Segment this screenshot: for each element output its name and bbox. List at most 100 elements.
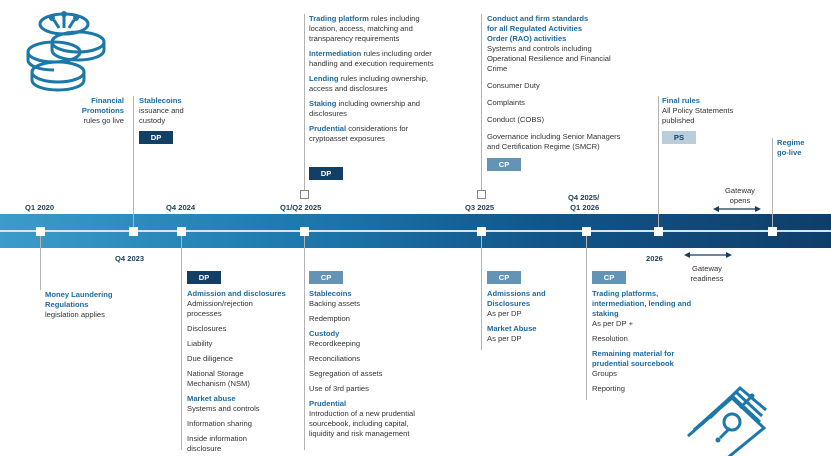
gateway-readiness-line2: readiness	[690, 274, 724, 283]
dp-item: National Storage	[187, 369, 244, 378]
trading-item: Prudential considerations for	[309, 124, 469, 134]
conduct-item: Complaints	[487, 98, 525, 107]
stablecoins-block: Stablecoins issuance and custody	[139, 96, 219, 126]
conduct-title-line: Conduct and firm standards	[487, 14, 589, 23]
money-laundering-text: legislation applies	[45, 310, 105, 319]
trading-item-rest: considerations for	[346, 124, 409, 133]
final-rules-text: published	[662, 116, 695, 125]
financial-promotions-block: Financial Promotions rules go live	[60, 96, 124, 126]
cp-q4-item: As per DP +	[592, 319, 634, 328]
timeline-node-regime-go-live	[768, 227, 777, 236]
gateway-opens-line1: Gateway	[725, 186, 755, 195]
trading-item-rest: rules including	[368, 14, 420, 23]
quarter-label-2026: 2026	[646, 254, 663, 263]
cp-item: Use of 3rd parties	[309, 384, 369, 393]
cp-q4-item: Reporting	[592, 384, 625, 393]
financial-promotions-title-2: Promotions	[81, 106, 124, 115]
connector-line	[133, 96, 134, 230]
dp-section-title: Market abuse	[187, 394, 236, 403]
stablecoins-text-2: custody	[139, 116, 166, 125]
trading-item-line: handling and execution requirements	[309, 59, 434, 68]
timeline-node-q3-2025	[477, 227, 486, 236]
cp-q4-section-title: staking	[592, 309, 619, 318]
cp-q3-section-title: Admissions and	[487, 289, 546, 298]
dp-item: Inside information	[187, 434, 247, 443]
connector-line	[40, 235, 41, 290]
trading-item-rest: rules including order	[361, 49, 432, 58]
dp-section-title: Admission and disclosures	[187, 289, 286, 298]
cp-q3-block: Admissions and Disclosures As per DP Mar…	[487, 289, 577, 344]
gateway-opens-arrow-icon	[713, 206, 761, 212]
conduct-title-line: for all Regulated Activities	[487, 24, 583, 33]
timeline-node-q1-2020	[36, 227, 45, 236]
trading-item: Staking including ownership and	[309, 99, 469, 109]
trading-item-title: Staking	[309, 99, 337, 108]
connector-line	[481, 235, 482, 350]
trading-item-title: Lending	[309, 74, 339, 83]
connector-line	[658, 96, 659, 230]
timeline-hollow-marker	[300, 190, 309, 199]
banknotes-circuit-icon	[687, 385, 767, 456]
quarter-label-q3-2025: Q3 2025	[465, 203, 495, 212]
connector-line	[586, 235, 587, 400]
cp-item: Recordkeeping	[309, 339, 361, 348]
gateway-readiness-label: Gateway readiness	[681, 264, 733, 284]
financial-promotions-text: rules go live	[83, 116, 124, 125]
stablecoins-title: Stablecoins	[139, 96, 182, 105]
dp-item: disclosure	[187, 444, 222, 453]
cp-item: liquidity and risk management	[309, 429, 410, 438]
cp-q4-section-title: intermediation, lending and	[592, 299, 692, 308]
timeline-node-q4-2024	[177, 227, 186, 236]
cp-item: Introduction of a new prudential	[309, 409, 415, 418]
gateway-opens-label: Gateway opens	[714, 186, 766, 206]
money-laundering-block: Money Laundering Regulations legislation…	[45, 290, 155, 320]
quarter-label-q4-2024: Q4 2024	[166, 203, 196, 212]
dp-item: Systems and controls	[187, 404, 260, 413]
regime-go-live-block: Regime go-live	[777, 138, 827, 158]
timeline-track-line	[0, 230, 831, 232]
cp-section-title: Stablecoins	[309, 289, 352, 298]
conduct-item: Crime	[487, 64, 508, 73]
dp-item: Liability	[187, 339, 213, 348]
cp-q4-item: Resolution	[592, 334, 628, 343]
connector-line	[181, 235, 182, 450]
quarter-label-q4-2025-line2: Q1 2026	[570, 203, 600, 212]
trading-item-rest: including ownership and	[336, 99, 421, 108]
conduct-item: Conduct (COBS)	[487, 115, 544, 124]
timeline-node-q4-2023	[129, 227, 138, 236]
timeline-node-q4-2025	[582, 227, 591, 236]
cp-q4-block: Trading platforms, intermediation, lendi…	[592, 289, 712, 394]
cp-q3-item: As per DP	[487, 334, 522, 343]
cp-item: Segregation of assets	[309, 369, 383, 378]
cp-q4-section-title: Trading platforms,	[592, 289, 659, 298]
cp-item: Backing assets	[309, 299, 361, 308]
dp-item: Mechanism (NSM)	[187, 379, 250, 388]
connector-line	[481, 14, 482, 190]
trading-item-title: Trading platform	[309, 14, 369, 23]
stablecoins-text-1: issuance and	[139, 106, 184, 115]
final-rules-block: Final rules All Policy Statements publis…	[662, 96, 752, 126]
trading-dp-badge: DP	[309, 167, 343, 180]
gateway-readiness-line1: Gateway	[692, 264, 722, 273]
trading-item-line: cryptoasset exposures	[309, 134, 385, 143]
regime-title-line: go-live	[777, 148, 802, 157]
trading-item-line: transparency requirements	[309, 34, 400, 43]
money-laundering-title: Money Laundering	[45, 290, 113, 299]
trading-block: Trading platform rules including locatio…	[309, 14, 469, 144]
trading-item: Intermediation rules including order	[309, 49, 469, 59]
final-rules-text: All Policy Statements	[662, 106, 734, 115]
regime-title-line: Regime	[777, 138, 805, 147]
trading-item-line: location, access, matching and	[309, 24, 413, 33]
cp-item: Redemption	[309, 314, 350, 323]
dp-item: Due diligence	[187, 354, 234, 363]
stablecoins-dp-badge: DP	[139, 131, 173, 144]
cp-q4-section-title: prudential sourcebook	[592, 359, 674, 368]
trading-item-line: access and disclosures	[309, 84, 388, 93]
cp-section-title: Prudential	[309, 399, 347, 408]
trading-item-rest: rules including ownership,	[338, 74, 429, 83]
conduct-item: Consumer Duty	[487, 81, 540, 90]
cp-2025-block: Stablecoins Backing assets Redemption Cu…	[309, 289, 469, 439]
conduct-title-line: Order (RAO) activities	[487, 34, 567, 43]
cp-item: sourcebook, including capital,	[309, 419, 409, 428]
conduct-block: Conduct and firm standards for all Regul…	[487, 14, 652, 152]
